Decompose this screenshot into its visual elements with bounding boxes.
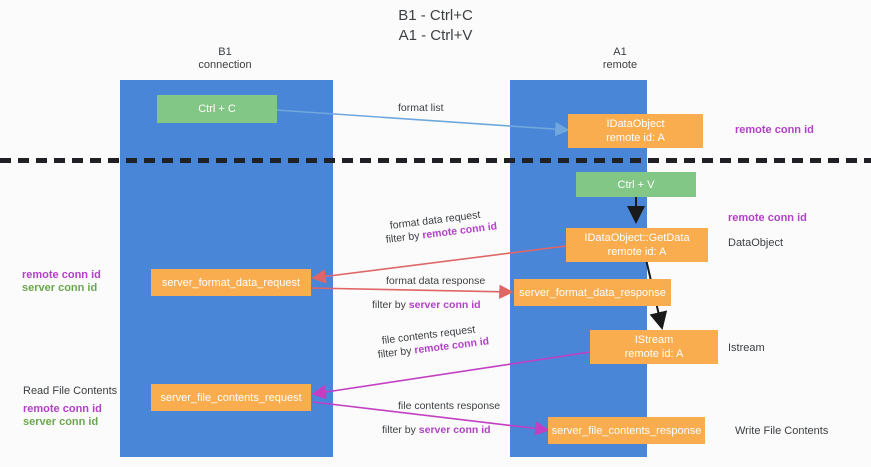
label-right-remote-conn-id-top: remote conn id	[735, 124, 814, 136]
node-istream[interactable]: IStream remote id: A	[590, 330, 718, 364]
edge-label-format-data-response: format data response	[386, 275, 486, 287]
edge-label-format-list: format list	[398, 102, 444, 114]
label-left-remote-conn-id-mid: remote conn id	[22, 269, 101, 281]
label-left-remote-conn-id-bottom: remote conn id	[23, 403, 102, 415]
node-server-file-contents-request[interactable]: server_file_contents_request	[151, 384, 311, 411]
label-right-remote-conn-id-mid: remote conn id	[728, 212, 807, 224]
label-left-server-conn-id-mid: server conn id	[22, 282, 98, 294]
filter-value: server conn id	[408, 299, 481, 311]
filter-prefix: filter by	[377, 344, 416, 361]
filter-prefix: filter by	[385, 229, 424, 246]
swimlane-header-a1: A1 remote	[602, 46, 638, 71]
edge-label-file-contents-response-filter: filter by server conn id	[382, 423, 491, 437]
filter-value: server conn id	[418, 424, 491, 436]
label-right-istream: Istream	[728, 342, 765, 354]
node-server-file-contents-response[interactable]: server_file_contents_response	[548, 417, 705, 444]
node-idataobject-getdata[interactable]: IDataObject::GetData remote id: A	[566, 228, 708, 262]
node-ctrl-c[interactable]: Ctrl + C	[157, 95, 277, 123]
node-idataobject[interactable]: IDataObject remote id: A	[568, 114, 703, 148]
label-right-dataobject: DataObject	[728, 237, 784, 249]
filter-prefix: filter by	[382, 424, 419, 436]
phase-divider	[0, 158, 871, 163]
edge-label-file-contents-response: file contents response	[398, 400, 501, 412]
edge-label-format-data-response-filter: filter by server conn id	[372, 298, 481, 312]
label-left-server-conn-id-bottom: server conn id	[23, 416, 99, 428]
filter-prefix: filter by	[372, 299, 409, 311]
node-server-format-data-request[interactable]: server_format_data_request	[151, 269, 311, 296]
label-right-write-file-contents: Write File Contents	[735, 425, 829, 437]
label-left-read-file-contents: Read File Contents	[23, 385, 118, 397]
node-server-format-data-response[interactable]: server_format_data_response	[514, 279, 671, 306]
node-ctrl-v[interactable]: Ctrl + V	[576, 172, 696, 197]
swimlane-header-b1: B1 connection	[198, 46, 252, 71]
page-title: B1 - Ctrl+C A1 - Ctrl+V	[398, 7, 473, 44]
